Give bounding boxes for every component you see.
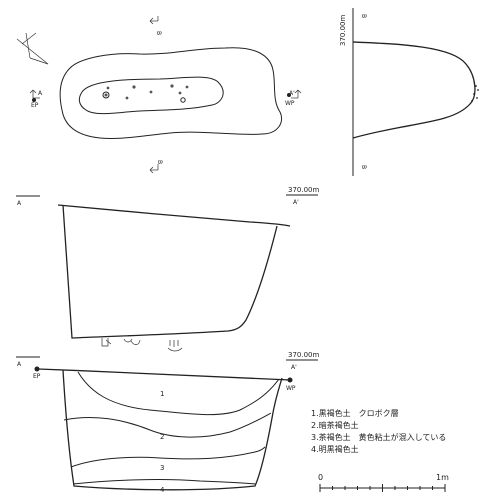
section-a-lower-wp-label: WP: [286, 385, 296, 392]
section-a-upper-profile: A 370.00m A': [16, 186, 319, 352]
section-a-marker-right: A': [289, 89, 302, 99]
post-holes: [102, 84, 189, 103]
scale-bar: 0 1m: [318, 473, 449, 492]
section-b-base-marks: [471, 85, 479, 102]
section-a-lower-left-label: A: [17, 361, 22, 368]
layer-label-4: 4: [160, 486, 165, 494]
legend-item-2: 2.暗茶褐色土: [311, 420, 359, 430]
layer-label-1: 1: [160, 390, 164, 398]
soil-legend: 1.黒褐色土 クロボク層 2.暗茶褐色土 3.茶褐色土 黄色粘土が混入している …: [311, 408, 446, 454]
section-b-marker-top: B: [149, 16, 162, 35]
scale-end-label: 1m: [436, 473, 449, 482]
legend-item-4: 4.明黒褐色土: [311, 444, 359, 454]
section-a-lower-elevation: 370.00m: [288, 351, 319, 359]
layer-label-3: 3: [160, 464, 164, 472]
wp-label: WP: [285, 100, 295, 107]
ep-label: EP: [31, 102, 39, 109]
section-a-lower-ep-label: EP: [33, 373, 41, 380]
section-a-lower-profile: A EP 370.00m A' WP 1 2 3 4: [16, 351, 319, 494]
layer-label-2: 2: [160, 433, 164, 441]
legend-item-1: 1.黒褐色土 クロボク層: [311, 408, 399, 418]
section-a-marker-left: A: [29, 89, 43, 99]
section-b-top-label: B: [155, 31, 162, 35]
section-a-upper-left-label: A: [17, 200, 22, 207]
plan-view: B A EP: [16, 16, 302, 174]
scale-start-label: 0: [318, 473, 323, 482]
section-a-upper-base-marks: [101, 338, 183, 352]
section-a-left-label: A: [38, 90, 43, 97]
section-a-upper-right-label: A': [293, 199, 299, 206]
section-b-bottom-label-b: B: [360, 165, 367, 169]
section-a-lower-right-label: A': [291, 364, 297, 371]
north-arrow-icon: [16, 32, 49, 65]
section-b-bottom-label: B: [156, 160, 163, 164]
section-b-profile: 370.00m B B: [339, 8, 479, 176]
section-a-upper-elevation: 370.00m: [288, 186, 319, 194]
section-b-marker-bottom: B: [149, 160, 163, 174]
section-b-elevation: 370.00m: [339, 15, 347, 46]
section-a-right-label: A': [289, 90, 295, 97]
pit-outline: [59, 47, 283, 140]
legend-item-3: 3.茶褐色土 黄色粘土が混入している: [311, 432, 446, 442]
pit-bottom-contour: [78, 76, 224, 115]
section-b-top-label-b: B: [360, 14, 367, 18]
